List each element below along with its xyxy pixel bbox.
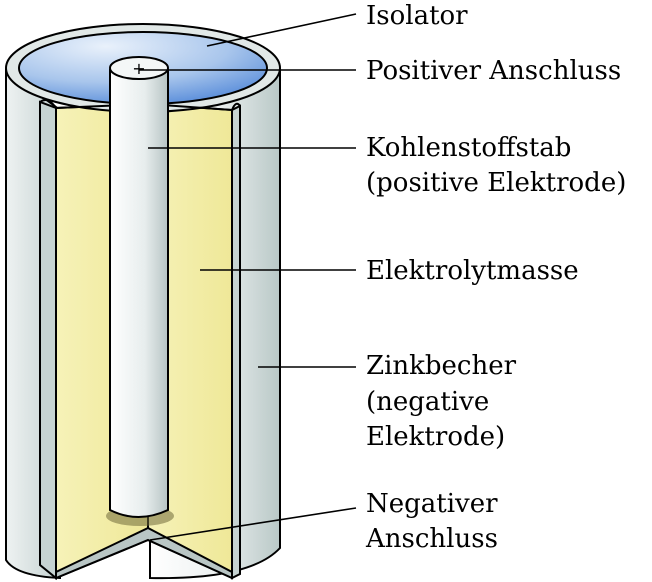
plus-symbol: + — [132, 59, 145, 78]
label-zinc-can-line3: Elektrode) — [366, 422, 506, 452]
carbon-rod-top — [109, 56, 169, 80]
leader-isolator — [206, 13, 357, 47]
label-zinc-can-line1: Zinkbecher — [366, 351, 517, 381]
label-negative-terminal-line2: Anschluss — [366, 524, 498, 554]
label-positive-terminal: Positiver Anschluss — [366, 56, 622, 86]
label-zinc-can-line2: (negative — [366, 387, 490, 417]
label-carbon-rod-line2: (positive Elektrode) — [366, 168, 627, 198]
label-isolator: Isolator — [366, 1, 468, 31]
label-carbon-rod-line1: Kohlenstoffstab — [366, 133, 572, 163]
zinc-can-right-wall — [231, 104, 241, 580]
label-electrolyte: Elektrolytmasse — [366, 256, 579, 286]
carbon-rod — [109, 69, 169, 518]
label-negative-terminal-line1: Negativer — [366, 489, 498, 519]
zinc-can-left-wall — [39, 100, 57, 581]
leader-negative-terminal — [149, 507, 357, 541]
negative-terminal-bottom — [55, 526, 233, 580]
